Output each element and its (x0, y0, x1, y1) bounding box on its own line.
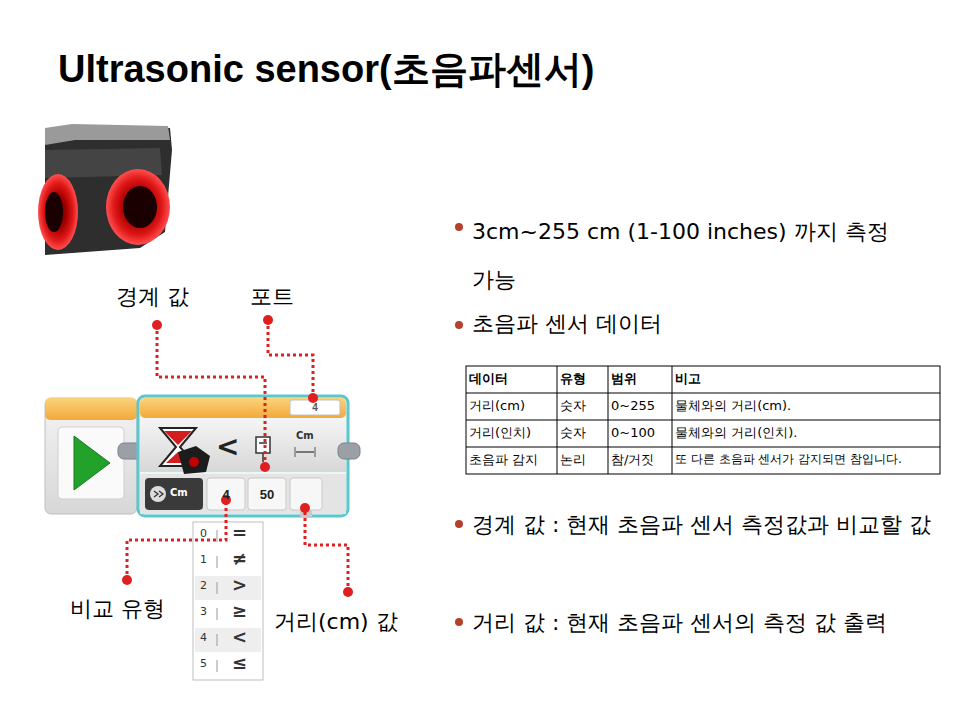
option-symbol: ≤ (232, 652, 247, 674)
table-cell: 0~100 (611, 425, 669, 441)
option-number: 1 (200, 553, 207, 566)
option-number: 2 (200, 579, 207, 592)
bullet-text: 거리 값 : 현재 초음파 센서의 측정 값 출력 (472, 607, 942, 639)
bullets (455, 223, 463, 626)
table-cell: 거리(인치) (469, 425, 554, 441)
table-cell: 참/거짓 (611, 452, 669, 468)
table-cell: 숫자 (560, 398, 605, 414)
sensor-picture (38, 124, 172, 255)
table-cell: 데이터 (469, 371, 554, 387)
bullet-text: 경계 값 : 현재 초음파 센서 측정값과 비교할 값 (472, 509, 942, 541)
option-symbol: < (232, 626, 247, 648)
callout-label: 비교 유형 (70, 596, 165, 622)
table-cell: 논리 (560, 452, 605, 468)
callout-label: 거리(cm) 값 (274, 609, 398, 635)
unit-icon: Cm (170, 487, 188, 499)
table-cell: 범위 (611, 371, 669, 387)
callout-dots (122, 315, 353, 597)
data-table-grid (466, 366, 940, 474)
port-value: 4 (292, 401, 338, 414)
table-cell: 물체와의 거리(인치). (675, 425, 937, 441)
option-symbol: ≥ (232, 600, 247, 622)
table-cell: 숫자 (560, 425, 605, 441)
table-cell: 0~255 (611, 398, 669, 414)
option-number: 5 (200, 657, 207, 670)
table-cell: 유형 (560, 371, 605, 387)
comparison-dropdown (193, 522, 263, 680)
table-cell: 비고 (675, 371, 937, 387)
slide-title: Ultrasonic sensor(초음파센서) (58, 44, 594, 95)
table-cell: 물체와의 거리(cm). (675, 398, 937, 414)
leader-lines (127, 320, 348, 592)
threshold-input: 50 (248, 478, 286, 510)
option-symbol: > (232, 574, 247, 596)
callout-label: 경계 값 (116, 284, 189, 310)
input-value: 50 (260, 487, 274, 502)
option-number: 4 (200, 631, 207, 644)
option-symbol: ≠ (232, 548, 247, 570)
comparison-icon: < (216, 430, 239, 464)
bullet-text: 초음파 센서 데이터 (472, 311, 912, 337)
input-value: 4 (312, 402, 318, 413)
wait-ultrasonic-block (138, 396, 360, 518)
table-cell: 또 다른 초음파 센서가 감지되면 참입니다. (675, 452, 937, 466)
callout-label: 포트 (250, 284, 294, 310)
option-number: 3 (200, 605, 207, 618)
table-cell: 초음파 감지 (469, 452, 554, 468)
start-block (45, 398, 142, 514)
input-value: 4 (222, 487, 229, 502)
option-symbol: = (232, 522, 247, 544)
table-cell: 거리(cm) (469, 398, 554, 414)
option-number: 0 (200, 527, 207, 540)
comparison-input: 4 (207, 478, 245, 510)
bullet-text: 3cm~255 cm (1-100 inches) 까지 측정 가능 (472, 208, 892, 304)
unit-icon: Cm (296, 430, 314, 442)
